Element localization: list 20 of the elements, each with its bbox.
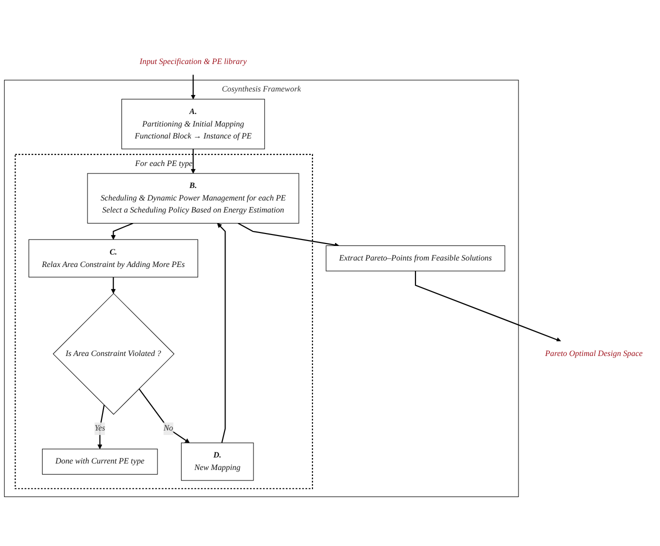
arrow — [414, 270, 562, 342]
edge-label: No — [164, 424, 174, 433]
node-box: Done with Current PE type — [42, 448, 158, 475]
node-box: D. New Mapping — [181, 442, 254, 481]
node-text: Pareto Optimal Design Space — [545, 349, 643, 358]
node-diamond: Is Area Constraint Violated ? — [52, 293, 174, 415]
arrow — [190, 148, 196, 174]
node-box: A. Partitioning & Initial Mapping Functional Block → Instance of PE — [121, 98, 265, 150]
node-text: Input Specification & PE library — [140, 57, 247, 66]
arrow — [190, 74, 196, 100]
edge-label: Yes — [94, 424, 106, 433]
arrow — [110, 277, 116, 294]
node-box: Extract Pareto–Points from Feasible Solutions — [326, 245, 506, 272]
arrow — [110, 222, 134, 240]
arrow — [138, 388, 190, 444]
node-box: B. Scheduling & Dynamic Power Management for each PE Select a Scheduling Policy Based on Energy Estimation — [87, 173, 300, 224]
node-box: C. Relax Area Constraint by Adding More PEs — [28, 239, 198, 278]
arrow — [217, 222, 226, 443]
arrow — [98, 404, 105, 450]
arrow — [238, 222, 340, 248]
